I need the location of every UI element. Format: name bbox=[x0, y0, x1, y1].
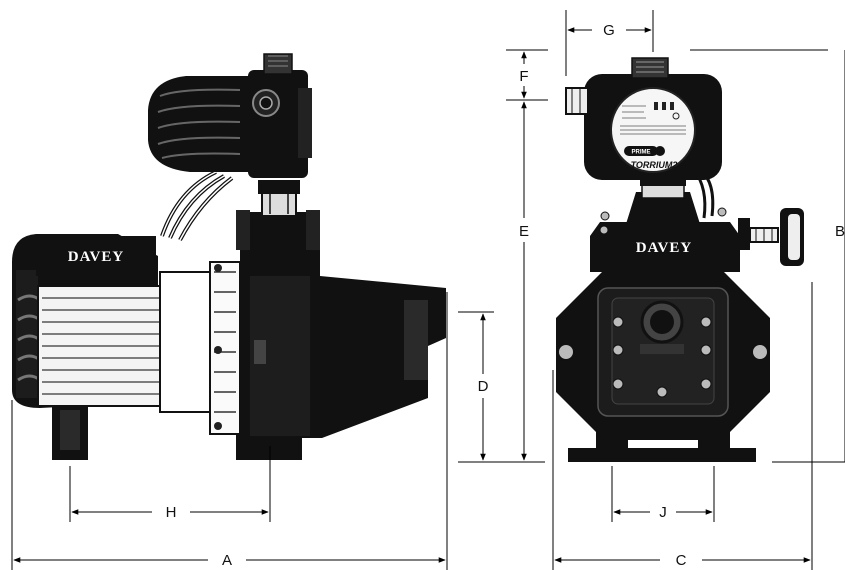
dimension-lines bbox=[11, 10, 845, 570]
front-base-plate bbox=[568, 448, 756, 462]
svg-text:PRIME: PRIME bbox=[631, 150, 650, 156]
dimension-label-c: C bbox=[676, 552, 687, 569]
prime-button bbox=[624, 146, 658, 156]
brand-label-side: DAVEY bbox=[68, 249, 124, 265]
pressure-controller-side bbox=[148, 76, 252, 172]
dimension-label-h: H bbox=[166, 504, 177, 521]
dimension-label-a: A bbox=[222, 552, 232, 569]
dimension-label-j: J bbox=[659, 504, 667, 521]
front-view-pump: DAVEY bbox=[556, 57, 804, 462]
dimension-label-d: D bbox=[478, 378, 489, 395]
dimension-label-e: E bbox=[519, 223, 529, 240]
dimension-label-f: F bbox=[519, 68, 528, 85]
brand-label-front: DAVEY bbox=[636, 240, 692, 256]
controller-logo: TORRIUM2 bbox=[631, 160, 678, 170]
side-view-pump: DAVEY bbox=[12, 53, 446, 460]
dimension-label-g: G bbox=[603, 22, 615, 39]
dimension-label-b: B bbox=[835, 223, 845, 240]
